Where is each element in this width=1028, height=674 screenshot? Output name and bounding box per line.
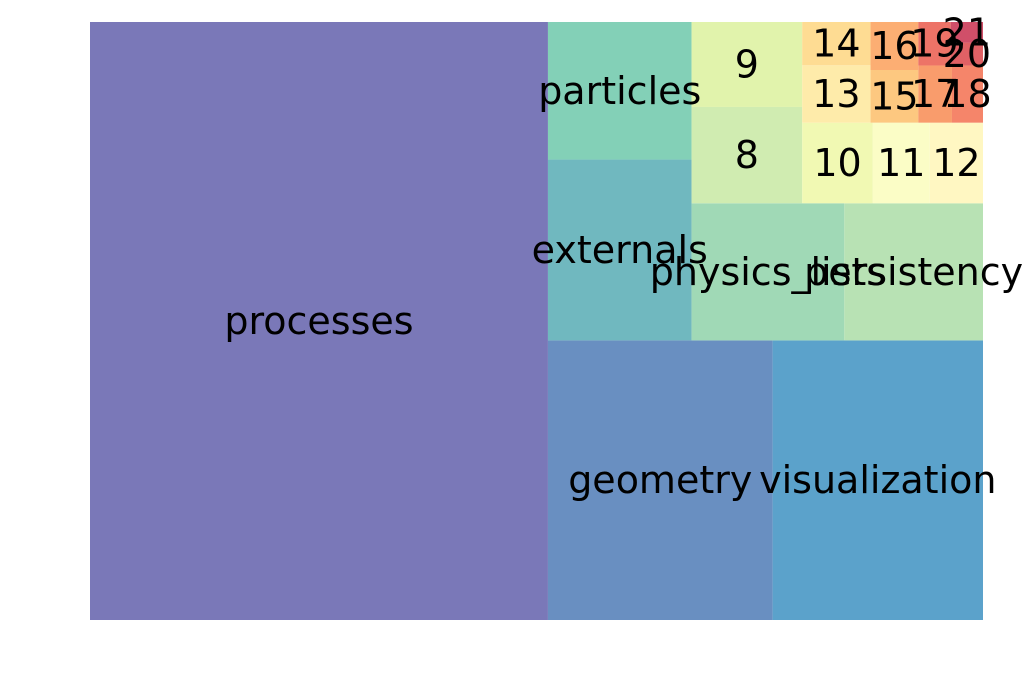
treemap-tile-12 <box>929 122 983 204</box>
treemap-label-persistency: persistency <box>804 250 1023 294</box>
treemap-tile-particles <box>547 22 692 160</box>
treemap-label-13: 13 <box>812 72 860 116</box>
treemap-tile-16 <box>870 22 919 71</box>
treemap-tile-processes <box>90 22 548 620</box>
treemap-tile-20 <box>950 42 983 66</box>
treemap-tile-17 <box>918 65 952 123</box>
treemap-label-10: 10 <box>813 141 861 185</box>
treemap-label-14: 14 <box>812 22 860 66</box>
treemap-label-20: 20 <box>943 32 991 76</box>
treemap-label-particles: particles <box>538 69 701 113</box>
treemap-tile-14 <box>802 22 871 66</box>
treemap-tile-geometry <box>547 340 773 620</box>
treemap-tiles <box>90 22 983 620</box>
treemap-label-21: 21 <box>943 10 991 54</box>
treemap-tile-15 <box>870 70 919 123</box>
treemap-tile-externals <box>547 159 692 341</box>
treemap-label-16: 16 <box>870 24 918 68</box>
treemap-label-externals: externals <box>532 228 708 272</box>
treemap-tile-11 <box>872 122 930 204</box>
treemap-label-visualization: visualization <box>759 458 996 502</box>
treemap-label-12: 12 <box>932 141 980 185</box>
treemap-tile-persistency <box>844 203 983 341</box>
treemap-tile-18 <box>951 65 983 123</box>
treemap-tile-9 <box>691 22 803 107</box>
treemap-label-19: 19 <box>910 22 958 66</box>
treemap-label-processes: processes <box>224 299 413 343</box>
treemap-label-17: 17 <box>911 72 959 116</box>
treemap-tile-19 <box>918 22 951 66</box>
treemap-tile-visualization <box>772 340 983 620</box>
treemap-label-physics_lists: physics_lists <box>650 250 886 294</box>
treemap-label-18: 18 <box>943 72 991 116</box>
treemap-tile-physics_lists <box>691 203 845 341</box>
treemap-tile-21 <box>950 22 983 43</box>
treemap-tile-13 <box>802 65 871 123</box>
treemap-label-9: 9 <box>735 42 759 86</box>
treemap-label-8: 8 <box>735 133 759 177</box>
treemap-label-11: 11 <box>877 141 925 185</box>
treemap-label-15: 15 <box>870 74 918 118</box>
treemap-tile-8 <box>691 106 803 204</box>
treemap-tile-10 <box>802 122 873 204</box>
treemap-label-geometry: geometry <box>568 458 752 502</box>
